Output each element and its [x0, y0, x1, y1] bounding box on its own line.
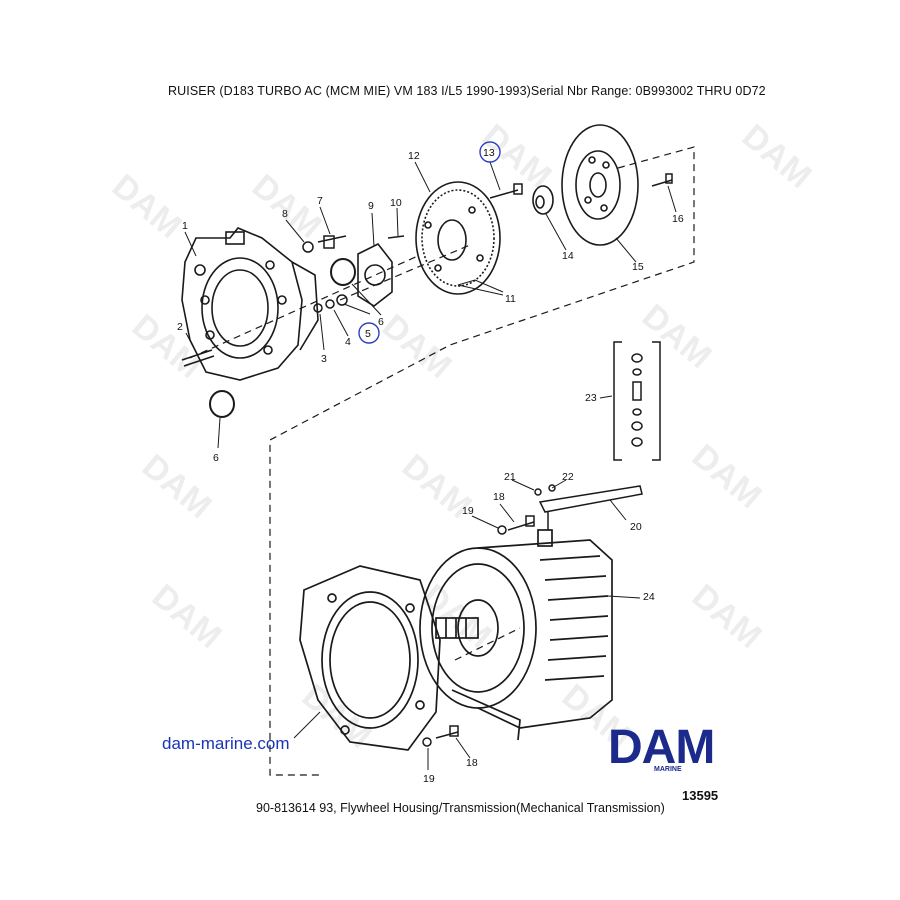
callout-19-upper: 19 — [462, 505, 474, 517]
svg-text:DAM: DAM — [145, 577, 229, 656]
callout-23: 23 — [585, 392, 597, 404]
mount-kit-box — [613, 341, 661, 461]
damper-bolt — [651, 173, 673, 187]
callout-1: 1 — [182, 220, 188, 232]
figure-number: 13595 — [682, 788, 719, 803]
leader-lines — [184, 161, 677, 770]
dam-marine-link[interactable]: dam-marine.com — [162, 734, 290, 753]
flywheel-bolt — [489, 183, 523, 199]
callout-21: 21 — [504, 471, 516, 483]
svg-text:DAM: DAM — [685, 437, 769, 516]
flywheel — [415, 181, 501, 295]
stud — [181, 349, 215, 367]
svg-text:DAM: DAM — [685, 577, 769, 656]
callout-11: 11 — [505, 293, 516, 305]
callout-19-lower: 19 — [423, 773, 435, 785]
dam-watermark: DAM DAM DAM DAM DAM DAM DAM DAM DAM DAM … — [105, 117, 819, 756]
svg-text:DAM: DAM — [635, 297, 719, 376]
callout-18-lower: 18 — [466, 757, 478, 769]
bell-housing — [299, 565, 441, 751]
callout-2: 2 — [177, 321, 183, 333]
callout-20: 20 — [630, 521, 642, 533]
callout-labels: 1 2 3 4 5 6 6 7 8 9 10 11 12 13 14 15 16… — [177, 147, 684, 785]
svg-text:DAM: DAM — [735, 117, 819, 196]
logo-wordmark: DAM — [608, 721, 715, 774]
adapter-plate — [357, 235, 405, 307]
o-ring-lower — [209, 390, 235, 418]
transmission-case — [419, 529, 613, 741]
diagram-header: RUISER (D183 TURBO AC (MCM MIE) VM 183 I… — [168, 84, 766, 98]
callout-5: 5 — [365, 328, 371, 340]
callout-6-lower: 6 — [213, 452, 219, 464]
callout-9: 9 — [368, 200, 374, 212]
callout-16: 16 — [672, 213, 684, 225]
callout-15: 15 — [632, 261, 644, 273]
callout-18-upper: 18 — [493, 491, 505, 503]
fastener-set — [313, 294, 348, 313]
callout-10: 10 — [390, 197, 402, 209]
logo-subtext: MARINE — [654, 766, 682, 773]
damper-plate — [561, 124, 639, 246]
svg-text:DAM: DAM — [375, 307, 459, 386]
callout-14: 14 — [562, 250, 574, 262]
callout-8: 8 — [282, 208, 288, 220]
callout-13: 13 — [483, 147, 495, 159]
diagram-caption: 90-813614 93, Flywheel Housing/Transmiss… — [256, 801, 665, 815]
assembly-guide-lines — [189, 146, 695, 776]
callout-22: 22 — [562, 471, 574, 483]
callout-7: 7 — [317, 195, 323, 207]
callout-highlights — [358, 141, 501, 344]
bolt-and-washer — [302, 235, 347, 253]
callout-3: 3 — [321, 353, 327, 365]
svg-text:DAM: DAM — [125, 307, 209, 386]
hub-nut — [532, 185, 554, 215]
callout-12: 12 — [408, 150, 420, 162]
callout-4: 4 — [345, 336, 351, 348]
lower-bolt-washer — [422, 725, 459, 747]
svg-text:DAM: DAM — [135, 447, 219, 526]
dam-marine-logo: DAM MARINE — [608, 721, 742, 776]
upper-bolt-washer — [497, 515, 535, 535]
callout-24: 24 — [643, 591, 655, 603]
callout-6-upper: 6 — [378, 316, 384, 328]
o-ring-upper — [330, 258, 356, 286]
shift-bracket — [534, 484, 643, 530]
svg-text:DAM: DAM — [105, 167, 189, 246]
